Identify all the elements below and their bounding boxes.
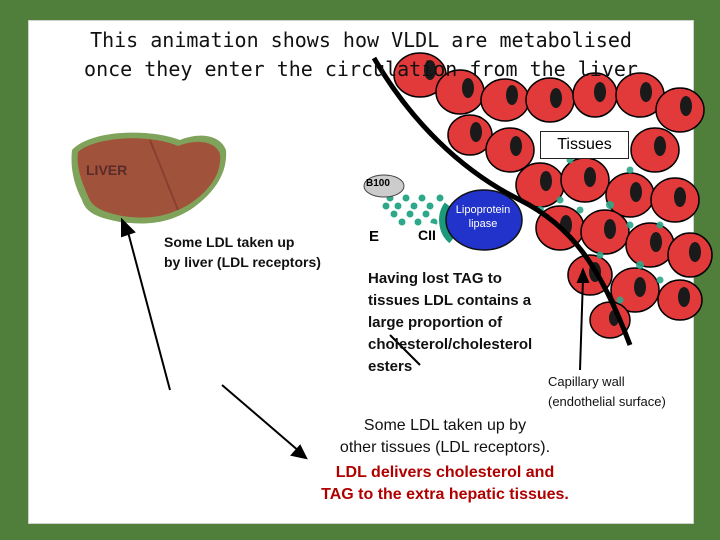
title-line-2: once they enter the circulation from the… xyxy=(84,57,638,81)
tissue-cell xyxy=(625,222,675,268)
deliver-line-2: TAG to the extra hepatic tissues. xyxy=(321,486,569,503)
title-line-1: This animation shows how VLDL are metabo… xyxy=(90,28,632,52)
other-line-2: other tissues (LDL receptors). xyxy=(339,439,551,456)
lost-line-5: esters xyxy=(368,358,413,375)
capillary-line-1: Capillary wall xyxy=(548,374,625,389)
arrow-head-capillary xyxy=(576,267,590,283)
capillary-line-2: (endothelial surface) xyxy=(548,394,666,409)
other-line-1: Some LDL taken up by xyxy=(363,417,527,434)
liver-image xyxy=(64,127,230,227)
lipase-label-line-2: lipase xyxy=(468,218,498,230)
tissue-cell xyxy=(525,77,575,123)
arrow-head-liver xyxy=(121,217,136,238)
ldl-particle-cluster xyxy=(382,194,444,226)
b100-label: B100 xyxy=(366,178,390,189)
tissues-label-box: Tissues xyxy=(540,131,629,159)
arrows xyxy=(121,217,590,460)
lipase-teal-edge xyxy=(439,202,455,244)
ldl-liver-line-2: by liver (LDL receptors) xyxy=(164,254,321,270)
lost-tag-text: Having lost TAG to tissues LDL contains … xyxy=(368,268,532,378)
lipoprotein-lipase-shape xyxy=(445,189,523,251)
lost-line-4: cholesterol/cholesterol xyxy=(368,336,533,353)
capillary-wall-line xyxy=(371,56,633,346)
arrow-head-tissue xyxy=(290,444,308,460)
tissue-cell xyxy=(605,172,655,218)
ldl-liver-line-1: Some LDL taken up xyxy=(164,234,295,250)
apo-e-label: E xyxy=(369,228,380,245)
ldl-liver-uptake-text: Some LDL taken up by liver (LDL receptor… xyxy=(164,232,321,272)
lost-line-3: large proportion of xyxy=(368,314,503,331)
tissue-cell xyxy=(485,127,535,173)
ldl-delivers-text: LDL delivers cholesterol and TAG to the … xyxy=(280,462,610,506)
apo-cii-label: CII xyxy=(418,227,436,243)
lost-line-1: Having lost TAG to xyxy=(368,270,502,287)
deliver-line-1: LDL delivers cholesterol and xyxy=(335,464,555,481)
apo-e-protein xyxy=(363,224,387,248)
capillary-wall-text: Capillary wall (endothelial surface) xyxy=(548,372,666,412)
tissue-cells xyxy=(393,52,713,339)
apo-cii-protein xyxy=(414,223,444,249)
other-tissues-text: Some LDL taken up by other tissues (LDL … xyxy=(300,415,590,459)
tissue-cell xyxy=(480,78,530,122)
slide-title: This animation shows how VLDL are metabo… xyxy=(36,26,686,84)
lipase-label-line-1: Lipoprotein xyxy=(455,204,511,216)
liver-label: LIVER xyxy=(86,162,128,178)
lipoprotein-lipase-label: Lipoprotein lipase xyxy=(446,203,520,231)
b100-protein xyxy=(363,174,405,198)
lost-line-2: tissues LDL contains a xyxy=(368,292,532,309)
tissue-cell xyxy=(655,87,705,133)
